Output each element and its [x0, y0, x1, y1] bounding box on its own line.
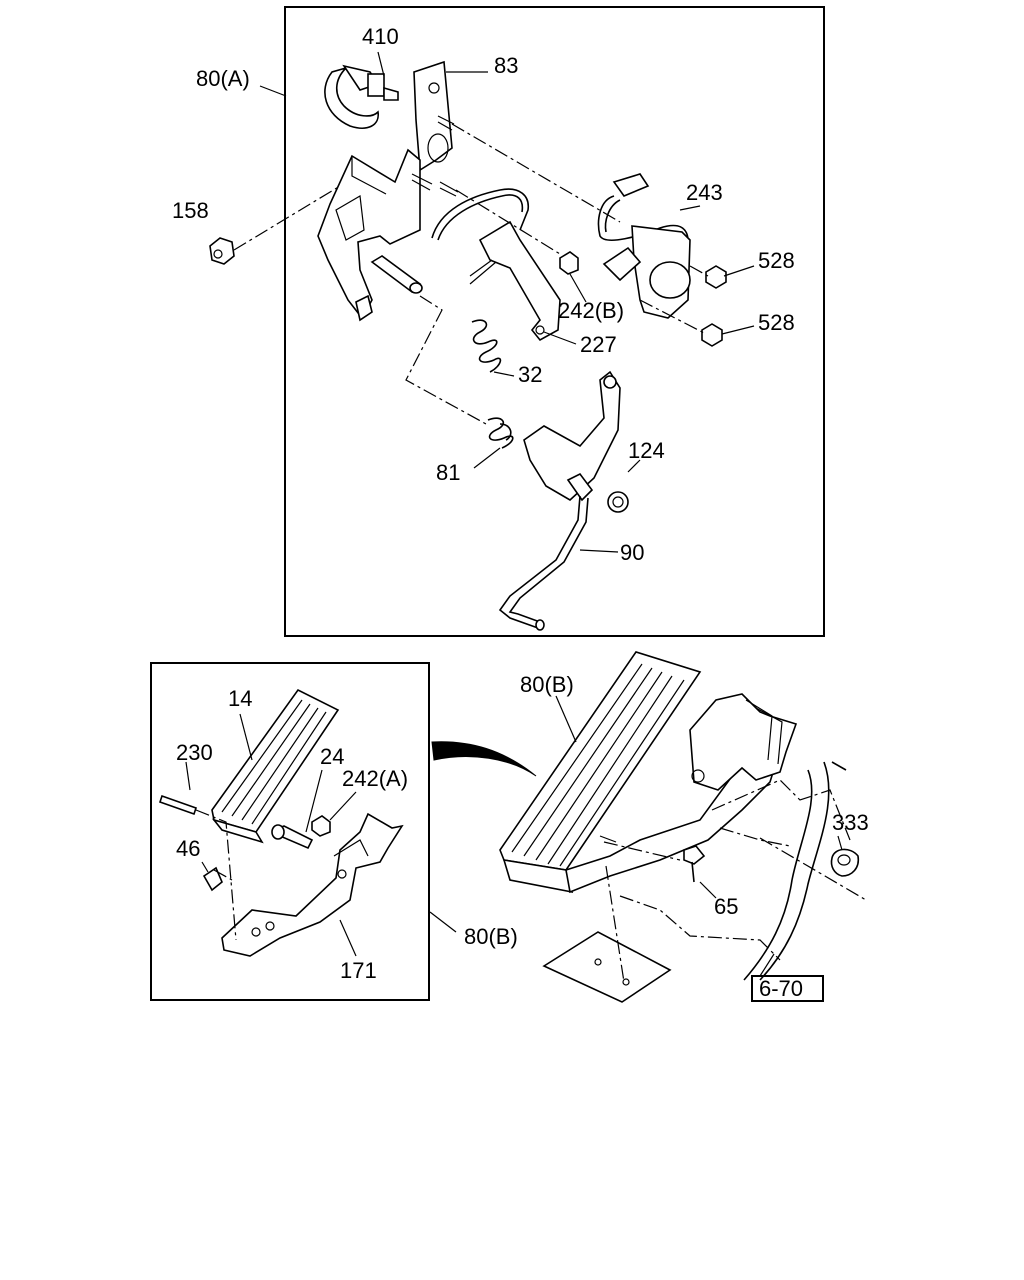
- view-arrow: [431, 741, 537, 777]
- ref-box-6-70: [751, 975, 824, 1002]
- spring-32: [471, 319, 502, 373]
- arm-171: [221, 812, 404, 957]
- sensor-243: [597, 173, 691, 319]
- floor-panel: [619, 761, 851, 981]
- nut-242a: [311, 815, 331, 837]
- label-528-upper: 528: [758, 248, 795, 273]
- label-171: 171: [340, 958, 377, 983]
- label-80b-main: 80(B): [520, 672, 574, 697]
- label-227: 227: [580, 332, 617, 357]
- floor-plate: [542, 931, 672, 1003]
- pin-230: [158, 794, 198, 816]
- linkage-lever-227: [431, 188, 561, 342]
- label-24: 24: [320, 744, 344, 769]
- main-leader-lines: [555, 695, 867, 983]
- label-333: 333: [832, 810, 869, 835]
- nuts-528: [701, 265, 727, 347]
- label-83: 83: [494, 53, 518, 78]
- grommet-333: [830, 848, 860, 877]
- label-32: 32: [518, 362, 542, 387]
- label-242b: 242(B): [558, 298, 624, 323]
- label-230: 230: [176, 740, 213, 765]
- nut-242b: [559, 251, 579, 275]
- top-leader-lines: [233, 51, 755, 553]
- label-124: 124: [628, 438, 665, 463]
- studs: [411, 115, 459, 197]
- inset-leader-lines: [185, 713, 457, 957]
- pedal-arm-90: [498, 370, 629, 631]
- inset-frame: [150, 662, 430, 1001]
- bolt-65: [683, 845, 706, 883]
- mounting-bracket: [317, 148, 421, 322]
- label-158: 158: [172, 198, 209, 223]
- bolt-24: [271, 824, 314, 850]
- label-14: 14: [228, 686, 252, 711]
- nut-158: [209, 237, 235, 265]
- label-243: 243: [686, 180, 723, 205]
- pivot-pin: [370, 255, 423, 294]
- spring-81: [487, 417, 514, 449]
- label-65: 65: [714, 894, 738, 919]
- clip-46: [202, 866, 223, 892]
- upper-assembly-frame: [284, 6, 825, 637]
- label-80a: 80(A): [196, 66, 250, 91]
- label-528-lower: 528: [758, 310, 795, 335]
- pedal-pad-14: [211, 688, 340, 844]
- label-ref-6-70: 6-70: [759, 976, 803, 1001]
- label-46: 46: [176, 836, 200, 861]
- clip-410: [324, 64, 399, 129]
- label-90: 90: [620, 540, 644, 565]
- label-410: 410: [362, 24, 399, 49]
- label-81: 81: [436, 460, 460, 485]
- bracket-83: [413, 60, 453, 172]
- label-242a: 242(A): [342, 766, 408, 791]
- pedal-assembly-main: [499, 651, 798, 894]
- label-80b-inset: 80(B): [464, 924, 518, 949]
